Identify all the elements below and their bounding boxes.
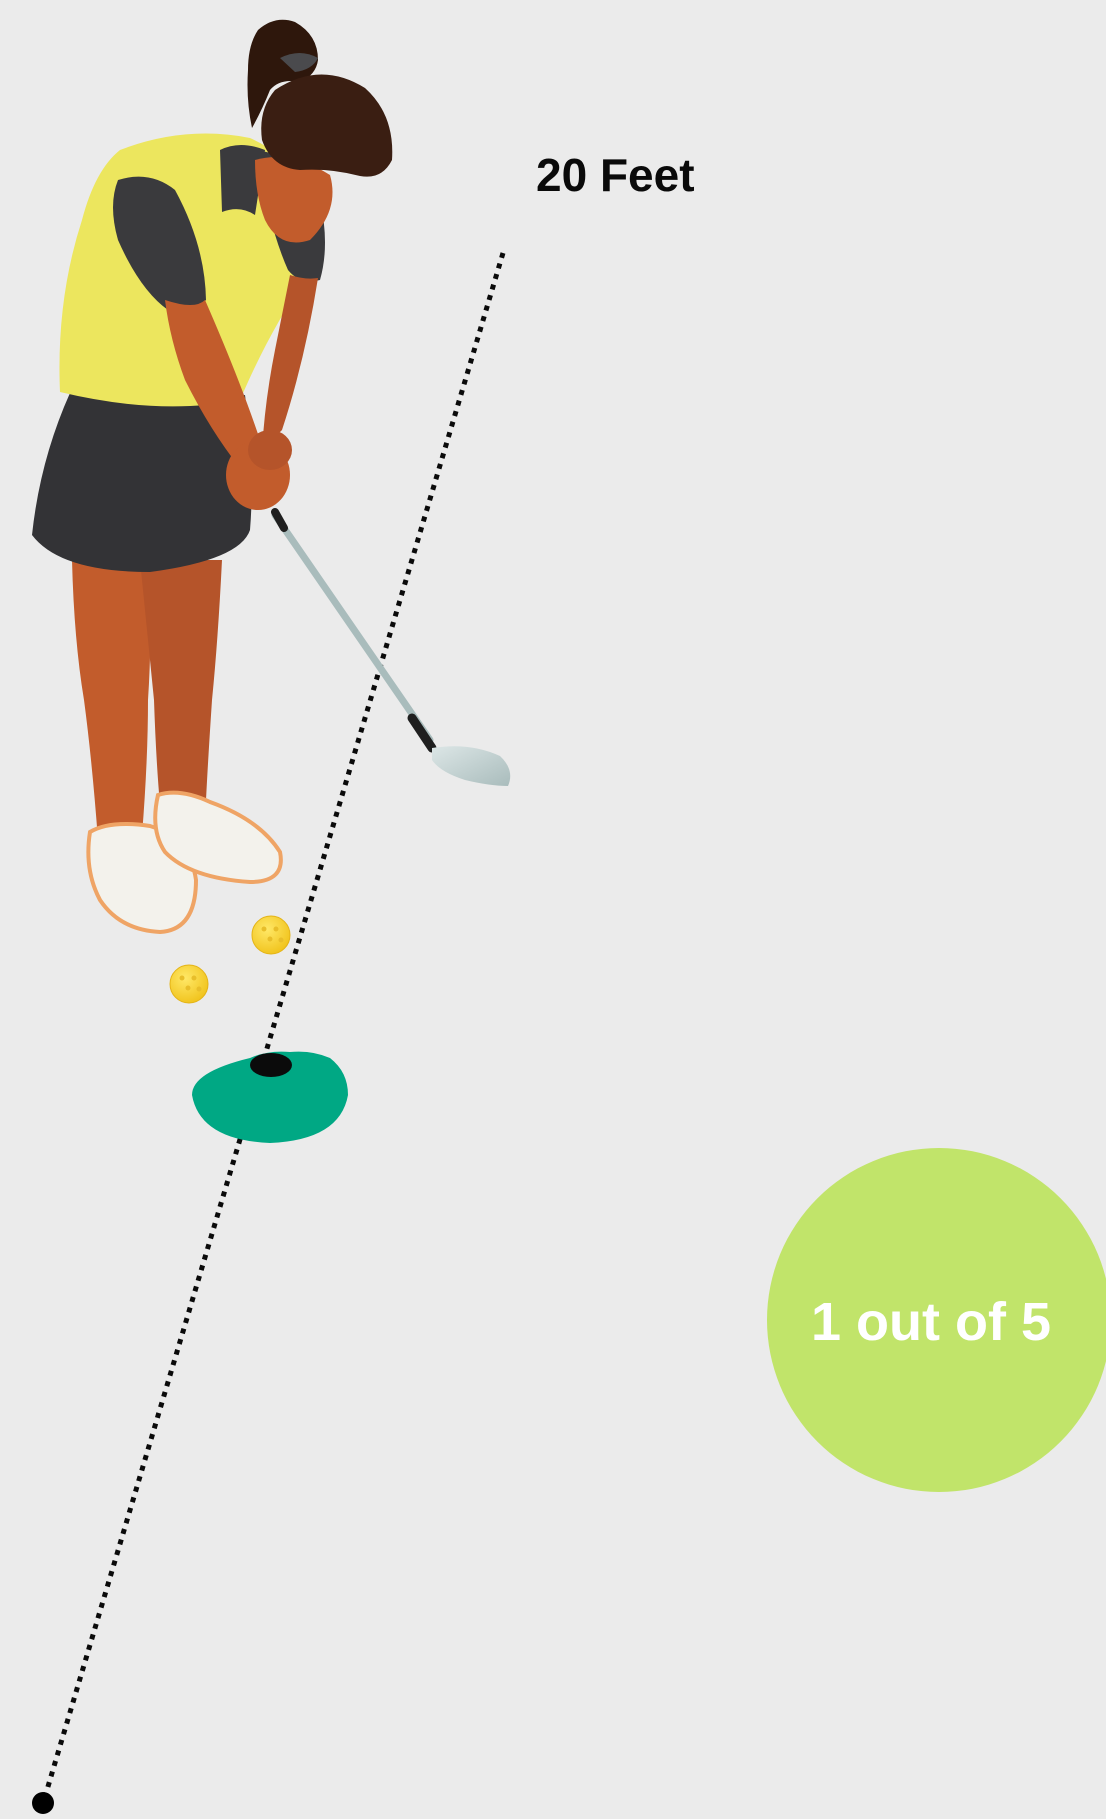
golf-ball-icon bbox=[169, 964, 209, 1004]
score-badge: 1 out of 5 bbox=[767, 1148, 1106, 1492]
aim-line bbox=[41, 252, 506, 1801]
score-text: 1 out of 5 bbox=[811, 1292, 1051, 1352]
golf-ball-icon bbox=[251, 915, 291, 955]
distance-label: 20 Feet bbox=[536, 149, 695, 201]
start-point-icon bbox=[32, 1792, 54, 1814]
golfer-putting-icon bbox=[32, 19, 511, 935]
target-cone-icon bbox=[192, 1051, 348, 1143]
